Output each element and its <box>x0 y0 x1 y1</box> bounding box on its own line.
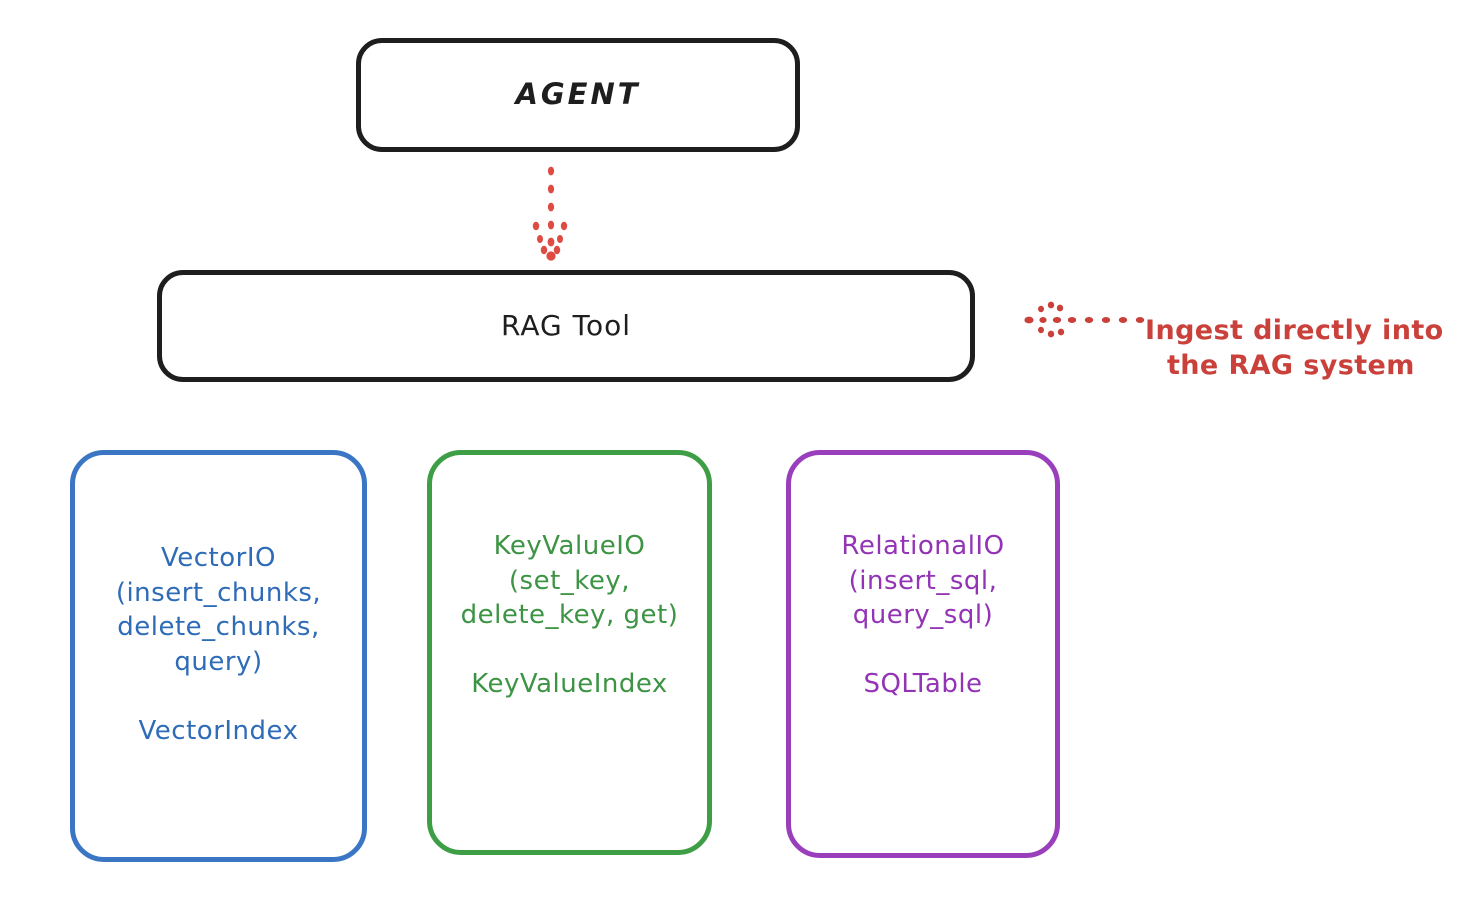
node-agent-label: AGENT <box>515 77 641 112</box>
annotation-ingest-line2: the RAG system <box>1167 350 1415 382</box>
node-agent[interactable]: AGENT <box>356 38 800 152</box>
node-rag-tool[interactable]: RAG Tool <box>157 270 975 382</box>
arrow-ingest-to-rag-tool <box>1024 301 1145 338</box>
node-vector-io[interactable]: VectorIO (insert_chunks, delete_chunks, … <box>70 450 367 862</box>
node-relational-io[interactable]: RelationalIO (insert_sql, query_sql) SQL… <box>786 450 1060 858</box>
node-key-value-io[interactable]: KeyValueIO (set_key, delete_key, get) Ke… <box>427 450 712 855</box>
node-key-value-io-label: KeyValueIO (set_key, delete_key, get) Ke… <box>460 531 679 700</box>
arrow-agent-to-rag-tool <box>532 166 568 261</box>
annotation-ingest: Ingest directly into the RAG system <box>1145 278 1475 418</box>
node-rag-tool-label: RAG Tool <box>501 308 631 342</box>
node-relational-io-label: RelationalIO (insert_sql, query_sql) SQL… <box>841 531 1005 700</box>
node-vector-io-label: VectorIO (insert_chunks, delete_chunks, … <box>115 543 322 746</box>
annotation-ingest-line1: Ingest directly into <box>1145 315 1444 347</box>
